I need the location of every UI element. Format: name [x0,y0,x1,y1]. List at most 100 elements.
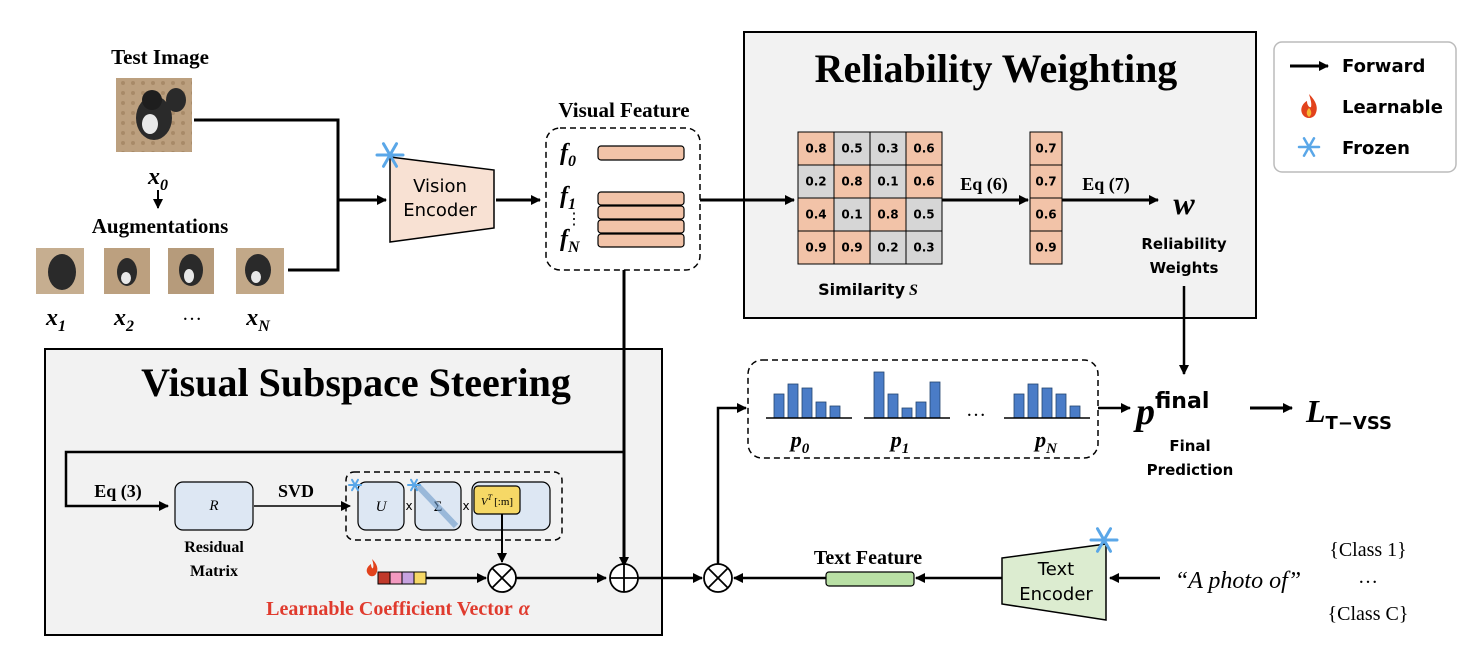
prompt-text: “A photo of” [1175,568,1301,594]
text-encoder [1001,543,1107,621]
matrix-cell [905,197,943,232]
prediction-bar [815,401,827,419]
eq3-label: Eq (3) [94,481,142,502]
matrix-cell [833,131,871,166]
vector-value: 0.7 [1035,142,1056,156]
reliability-weights-label-2: Weights [1150,259,1219,277]
p0-label: p0 [789,427,810,457]
multiply-operator [487,563,517,593]
multiply-operator [703,563,733,593]
matrix-value: 0.1 [877,175,898,189]
predictions-ellipsis: … [966,399,986,421]
aug-label-n: xN [245,305,271,335]
vt-symbol: VT[:m] [481,493,513,508]
text-encoder-label-1: Text [1037,559,1074,580]
prediction-bar [773,393,785,419]
prediction-bar [901,407,913,419]
loss-label: LT−VSS [1305,393,1392,434]
snowflake-icon [1297,137,1321,157]
r-symbol: R [208,498,218,514]
class-first: {Class 1} [1329,539,1407,561]
aug-connector [288,200,340,272]
snowflake-icon [375,142,405,168]
matrix-value: 0.2 [805,175,826,189]
class-dots: … [1358,566,1378,588]
vision-encoder-label-1: Vision [413,176,467,197]
matrix-value: 0.6 [913,142,934,156]
aug-image-2 [104,248,150,294]
coef-cell-4 [413,571,427,585]
prediction-bar [787,383,799,419]
matrix-value: 0.8 [877,208,898,222]
pn-label: pN [1033,427,1058,457]
matrix-value: 0.3 [877,142,898,156]
prediction-bar [801,387,813,419]
prediction-bar [1055,393,1067,419]
matrix-cell [797,164,835,199]
legend-box [1273,41,1457,173]
u-symbol: U [376,499,388,515]
aug-image-4 [236,248,284,294]
matrix-cell [833,197,871,232]
f0-bar [597,145,685,161]
prediction-bar [1013,393,1025,419]
matrix-value: 0.4 [805,208,826,222]
matrix-cell [905,230,943,265]
x0-label: x0 [147,164,168,194]
residual-label-1: Residual [184,539,244,556]
residual-label-2: Matrix [190,563,238,580]
predictions-box [747,359,1099,459]
text-feature-title: Text Feature [814,547,922,569]
reliability-weights-label-1: Reliability [1141,235,1226,253]
matrix-cell [833,164,871,199]
matrix-cell [869,164,907,199]
to-predictions-arrow [716,403,747,564]
matrix-value: 0.5 [913,208,934,222]
fn-bar [597,233,685,248]
prediction-bars [773,371,1081,419]
p-final: pfinal [1133,389,1209,433]
u-block [357,481,405,531]
vision-encoder [389,156,495,243]
test-image [116,78,192,152]
coef-cell-2 [389,571,403,585]
vector-value: 0.7 [1035,175,1056,189]
flame-icon [366,559,378,577]
add-operator [609,563,639,593]
times-1: x [405,499,412,513]
prediction-bar [1027,383,1039,419]
augmentations-label: Augmentations [92,214,229,238]
aug-ellipsis: … [182,303,202,325]
eq6-label: Eq (6) [960,174,1008,195]
prediction-bar [887,393,899,419]
prediction-bar [1041,387,1053,419]
legend-learnable: Learnable [1342,97,1443,118]
legend-frozen: Frozen [1342,138,1410,159]
svd-group-box [345,471,563,541]
residual-matrix-box [174,481,254,531]
prediction-bar [1069,405,1081,419]
w-symbol: w [1173,185,1195,221]
matrix-value: 0.8 [805,142,826,156]
legend-forward: Forward [1342,56,1425,77]
matrix-value: 0.2 [877,241,898,255]
fn-label: fN [560,226,581,256]
times-2: x [462,499,469,513]
matrix-cell [797,131,835,166]
coef-cell-3 [401,571,415,585]
vector-cell [1029,230,1063,265]
coef-cell-1 [377,571,391,585]
matrix-cell [905,131,943,166]
svd-label: SVD [278,481,314,501]
weight-vector: 0.70.70.60.9 [1029,131,1063,265]
f1-bar [597,191,685,206]
f2-bar [597,205,685,220]
f-vdots: ⋮ [566,211,582,228]
class-last: {Class C} [1328,603,1409,625]
test-image-connector [194,118,340,200]
matrix-value: 0.3 [913,241,934,255]
reliability-title: Reliability Weighting [815,46,1178,91]
